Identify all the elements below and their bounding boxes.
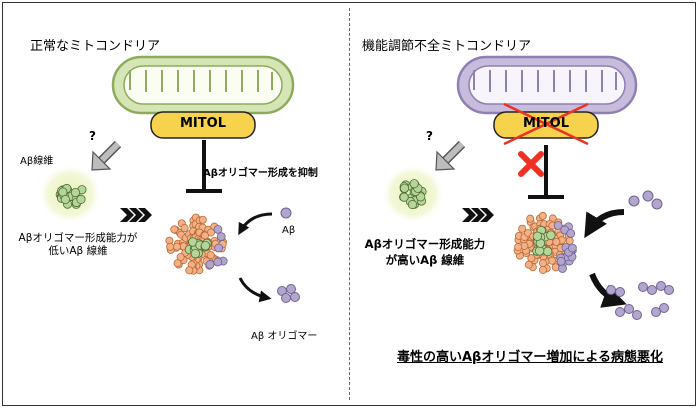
fibril-core-bead	[542, 246, 553, 257]
aggregate-bead	[180, 224, 189, 233]
inhibit-label: Aβオリゴマー形成を抑制	[203, 168, 318, 179]
question-mark-right: ?	[426, 129, 433, 143]
oligomer-bead	[216, 232, 226, 242]
fibril-desc-right-line1: Aβオリゴマー形成能力	[364, 237, 486, 251]
arrow-out-left	[238, 277, 272, 303]
monomer-label: Aβ	[282, 225, 296, 236]
aggregate-bead	[185, 266, 194, 275]
fibril-bead	[60, 194, 71, 205]
chevrons-right	[462, 208, 494, 222]
oligomer-label: Aβ オリゴマー	[251, 331, 318, 342]
fibril-bead	[399, 183, 410, 193]
oligomer-bead	[566, 229, 576, 238]
fibril-core-bead	[190, 248, 201, 259]
inhibit-symbol-right	[528, 145, 564, 199]
fibril-bead	[409, 179, 419, 189]
fibril-bead	[407, 199, 418, 210]
panel-divider	[349, 8, 350, 400]
oligomer-bead	[213, 257, 223, 267]
aggregate-bead	[172, 242, 181, 251]
aggregate-bead	[548, 256, 557, 265]
aggregate-bead	[166, 242, 175, 251]
oligomer-bead	[556, 256, 566, 266]
left-panel-title: 正常なミトコンドリア	[30, 39, 161, 54]
aggregate-bead	[526, 214, 535, 223]
aggregate-left	[165, 213, 228, 275]
aggregate-bead	[538, 211, 547, 220]
oligomer-bead	[214, 243, 224, 253]
inhibit-symbol-left	[186, 140, 222, 193]
fibril-desc-left-line2: 低いAβ 線維	[48, 245, 108, 257]
aggregate-bead	[518, 224, 527, 233]
oligomer-bead	[567, 243, 577, 253]
aggregate-bead	[206, 251, 215, 260]
cross-on-mitol	[503, 102, 589, 146]
red-x-blocked	[518, 151, 544, 177]
arrow-in-left	[238, 212, 273, 236]
fibril-core-bead	[546, 230, 556, 240]
arrow-in-right	[584, 209, 625, 239]
aggregate-bead	[524, 260, 533, 269]
fibril-core-bead	[534, 246, 545, 256]
monomer-left	[280, 207, 292, 219]
question-mark-left: ?	[89, 129, 96, 143]
aggregate-bead	[538, 259, 547, 268]
chevrons-left	[120, 208, 152, 222]
oligomer-bead	[558, 264, 567, 273]
monomers-right	[628, 190, 663, 210]
fibril-label: Aβ線維	[20, 156, 54, 167]
fibril-desc-right: Aβオリゴマー形成能力 が高いAβ 線維	[352, 236, 498, 268]
fibril-core-bead	[532, 231, 543, 242]
mitochondrion-normal	[111, 55, 295, 115]
conclusion-text: 毒性の高いAβオリゴマー増加による病態悪化	[397, 350, 663, 365]
fibril-core-bead	[200, 241, 211, 251]
fibril-cluster-right	[399, 179, 427, 210]
aggregate-bead	[170, 225, 179, 234]
aggregate-bead	[514, 243, 523, 252]
fibril-desc-left-line1: Aβオリゴマー形成能力が	[18, 232, 138, 244]
aggregate-bead	[539, 265, 548, 274]
aggregate-right	[513, 211, 577, 274]
mitol-label-left: MITOL	[180, 116, 226, 131]
arrow-out-right	[589, 272, 627, 308]
fibril-desc-left: Aβオリゴマー形成能力が 低いAβ 線維	[14, 232, 142, 258]
gray-arrow-left	[91, 140, 122, 171]
oligomer-bead	[213, 224, 223, 234]
fibril-bead	[76, 194, 86, 205]
fibril-bead	[70, 188, 81, 198]
mitol-box-left	[150, 111, 256, 139]
aggregate-bead	[198, 215, 207, 224]
fibril-bead	[399, 192, 409, 202]
aggregate-bead	[173, 259, 182, 268]
mitochondrion-dysfunctional	[456, 55, 638, 115]
oligomers-right	[606, 281, 674, 320]
oligomer-bead	[553, 221, 563, 230]
oligomer-left	[277, 284, 300, 303]
mitol-label-right: MITOL	[523, 116, 569, 131]
aggregate-bead	[552, 237, 561, 246]
fibril-cluster-left	[55, 183, 87, 209]
fibril-desc-right-line2: が高いAβ 線維	[385, 253, 465, 267]
gray-arrow-right	[435, 140, 466, 171]
right-panel-title: 機能調節不全ミトコンドリア	[362, 39, 532, 54]
oligomer-bead	[205, 260, 215, 269]
